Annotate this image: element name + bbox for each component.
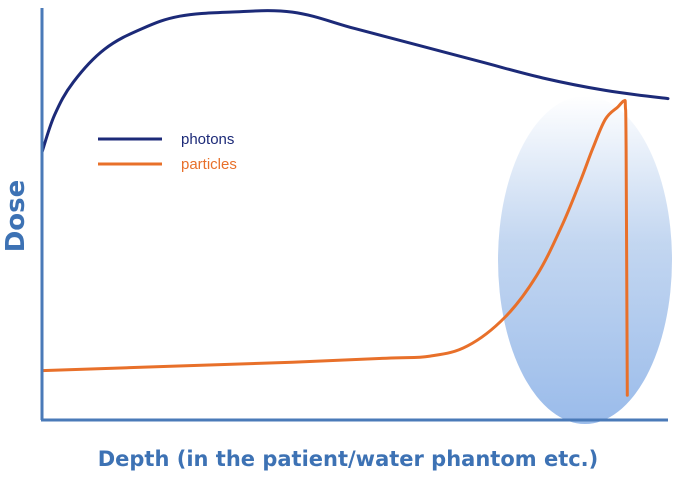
legend: photons particles <box>98 131 237 173</box>
legend-label-particles: particles <box>181 156 237 173</box>
legend-label-photons: photons <box>181 131 234 148</box>
x-axis-title: Depth (in the patient/water phantom etc.… <box>98 447 599 471</box>
series-layer <box>40 9 670 397</box>
bragg-peak-highlight <box>498 96 672 424</box>
y-axis-title: Dose <box>1 180 31 253</box>
series-line-photons <box>40 9 670 154</box>
series-line-particles <box>40 98 629 397</box>
highlight-ellipse <box>498 96 672 424</box>
